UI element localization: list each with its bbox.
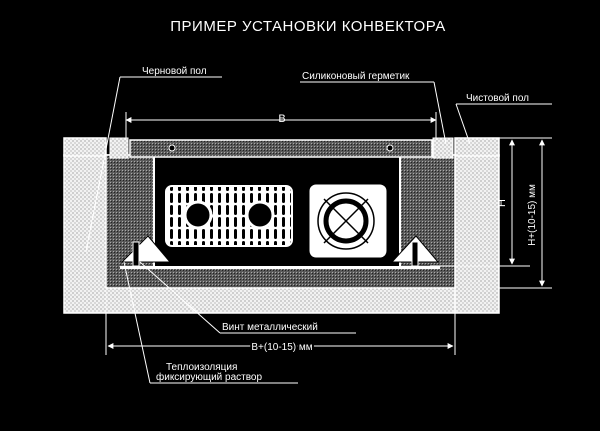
label-screw: Винт металлический [222,322,318,333]
dim-btotal-label: B+(10-15) мм [251,342,312,353]
leader-screw [139,261,221,334]
dim-htotal-label: H+(10-15) мм [527,184,538,246]
housing-base [120,266,440,269]
label-mortar-line1: Теплоизоляция [166,362,237,373]
diagram-title: ПРИМЕР УСТАНОВКИ КОНВЕКТОРА [170,18,445,35]
dim-h-label: H [496,199,508,207]
fan-blade-2 [323,198,369,244]
label-sealant: Силиконовый герметик [302,71,410,82]
label-finish-floor: Чистовой пол [466,93,529,104]
screw-right [411,241,419,267]
leader-sealant [433,81,447,145]
top-grille-plate [129,139,433,158]
pipe-right [245,200,275,230]
label-mortar-line2: фиксирующий раствор [156,371,262,383]
screw-left [132,241,140,267]
pipe-left [183,200,213,230]
finish-floor-right [454,137,500,157]
finish-floor-left [63,137,107,157]
leader-mortar [123,261,151,384]
sealant-left [109,137,129,159]
grille-screw-left [168,144,176,152]
grille-screw-right [386,144,394,152]
dim-b-label: B [278,113,285,125]
leader-rough-floor [85,76,121,253]
sealant-right [432,137,454,159]
label-rough-floor: Черновой пол [142,66,207,77]
leader-finish-floor [455,103,471,145]
